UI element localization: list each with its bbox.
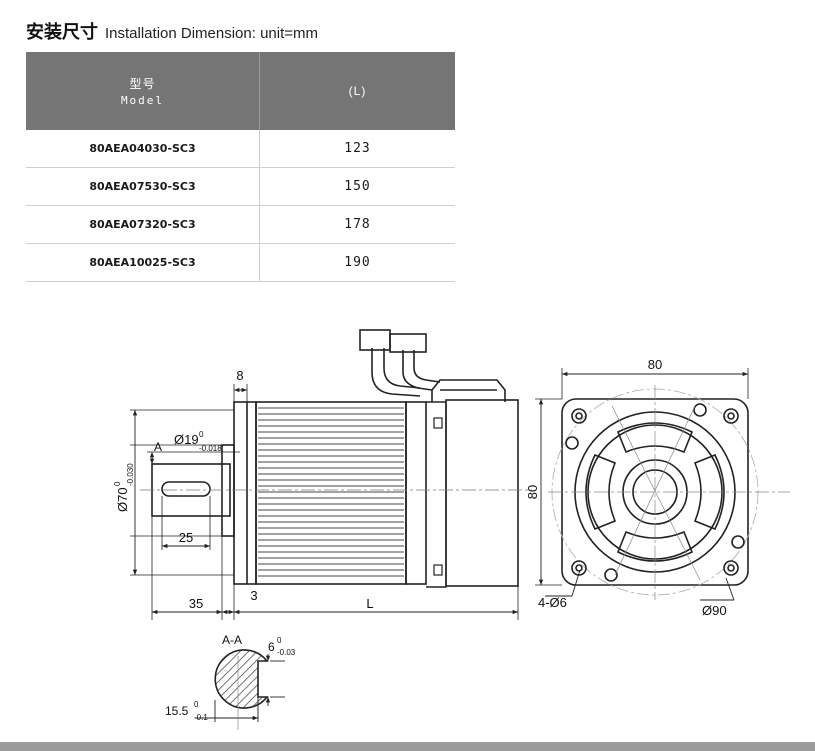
length-cell: 123 [259, 130, 455, 168]
side-dimension-lines [132, 387, 518, 615]
mount-holes-label: 4-Ø6 [538, 595, 567, 610]
cooling-fins [258, 407, 404, 577]
motor-side-view [130, 329, 519, 620]
spigot-tolerance-lower: -0.030 [126, 463, 135, 486]
table-header-row: 型号 Model (L) [26, 52, 455, 130]
model-cell: 80AEA07530-SC3 [26, 167, 260, 206]
spigot-diameter-label: Ø70 [115, 487, 130, 512]
length-cell: 178 [259, 205, 455, 244]
key-width-tol-upper: 0 [277, 636, 282, 645]
key-depth-tol-lower: -0.1 [194, 713, 208, 722]
spigot-tolerance-upper: 0 [113, 481, 122, 486]
key-depth-label: 15.5 [165, 704, 189, 718]
shaft-diameter-label: Ø19 [174, 432, 199, 447]
key-width-tol-lower: -0.03 [277, 648, 296, 657]
length-cell: 190 [259, 243, 455, 282]
model-cell: 80AEA10025-SC3 [26, 243, 260, 282]
mount-hole [571, 560, 587, 576]
finned-body [255, 401, 407, 585]
length-column-header: (L) [259, 52, 455, 130]
shaft-tolerance-upper: 0 [199, 430, 204, 439]
front-flange [233, 401, 257, 585]
spigot [221, 444, 235, 537]
dimension-table: 型号 Model (L) 80AEA04030-SC3 123 80AEA075… [26, 52, 455, 282]
cable [371, 348, 421, 397]
mount-hole [723, 408, 739, 424]
footer-bar [0, 742, 815, 751]
flange-window [585, 453, 617, 531]
table-row: 80AEA07530-SC3 150 [26, 167, 455, 206]
encoder-housing [445, 399, 519, 587]
model-header-cn: 型号 [129, 77, 156, 91]
table-row: 80AEA07320-SC3 178 [26, 205, 455, 244]
spigot-step-label: 3 [250, 588, 257, 603]
table-row: 80AEA04030-SC3 123 [26, 130, 455, 168]
pcd-label: Ø90 [702, 603, 727, 618]
flange-window [616, 530, 694, 562]
shaft-key-slot [161, 481, 211, 497]
key-width-label: 6 [268, 640, 275, 654]
rear-flange [405, 401, 427, 585]
front-dimension-lines [538, 371, 748, 601]
section-marker-label: A [154, 440, 162, 454]
key-length-label: 25 [179, 530, 193, 545]
square-height-label: 80 [525, 485, 540, 499]
length-cell: 150 [259, 167, 455, 206]
heading-english: Installation Dimension: unit=mm [105, 25, 319, 42]
model-column-header: 型号 Model [26, 52, 260, 130]
heading-chinese: 安装尺寸 [26, 22, 98, 43]
mount-hole [571, 408, 587, 424]
square-width-label: 80 [648, 357, 662, 372]
section-heading: 安装尺寸 Installation Dimension: unit=mm [26, 18, 319, 43]
model-header-en: Model [120, 94, 165, 107]
flange-thickness-label: 8 [236, 368, 243, 383]
cable-connector [359, 329, 391, 351]
motor-front-view [535, 368, 790, 600]
mount-hole [723, 560, 739, 576]
model-cell: 80AEA07320-SC3 [26, 205, 260, 244]
shaft-tolerance-lower: -0.018 [199, 444, 222, 453]
connector-box [431, 379, 506, 402]
flange-window [693, 453, 725, 531]
section-view-aa: A-A 6 0 -0.03 15.5 0 -0.1 [165, 633, 296, 730]
shaft-length-label: 35 [189, 596, 203, 611]
section-title-label: A-A [222, 633, 242, 647]
flange-window [616, 422, 694, 454]
table-row: 80AEA10025-SC3 190 [26, 243, 455, 282]
body-length-label: L [366, 596, 373, 611]
model-cell: 80AEA04030-SC3 [26, 130, 260, 168]
cable-connector [389, 333, 427, 353]
key-depth-tol-upper: 0 [194, 700, 199, 709]
